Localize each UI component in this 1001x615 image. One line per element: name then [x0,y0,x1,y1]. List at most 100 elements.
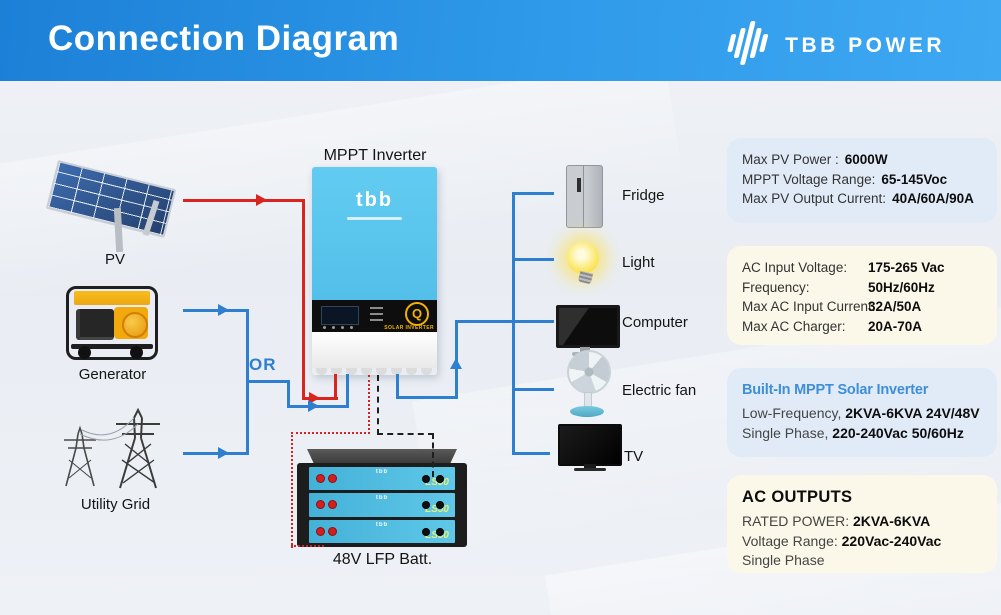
header-bar: Connection Diagram TBB POWER [0,0,1001,81]
spec-label: Low-Frequency, [742,405,846,421]
inverter-indicator [370,313,383,315]
battery-module: tbb LS50 [309,519,455,543]
ac-input-feed-line [346,374,349,408]
spec-row: Max PV Output Current: 40A/60A/90A [742,189,982,209]
spec-label: Single Phase, [742,424,833,441]
inverter-brand-text: tbb [355,189,394,211]
spec-label: MPPT Voltage Range: [742,171,876,187]
battery-module: tbb LS50 [309,467,455,491]
generator-frame [66,286,158,360]
battery-lid [307,449,457,465]
tv-branch-line [512,452,550,455]
inverter-button [341,326,344,329]
inverter-connectors [316,368,436,375]
spec-row: Voltage Range: 220Vac-240Vac [742,532,982,552]
computer-monitor-icon [556,305,620,348]
battery-negative-terminal [437,502,443,509]
spec-row: RATED POWER: 2KVA-6KVA [742,512,982,532]
spec-label: Max AC Input Current: [742,299,876,314]
spec-row: MPPT Voltage Range: 65-145Voc [742,170,982,190]
ac-outputs-panel: AC OUTPUTS RATED POWER: 2KVA-6KVA Voltag… [727,475,997,573]
page-title: Connection Diagram [48,19,400,58]
battery-negative-terminal [423,502,429,509]
inverter-button [350,326,353,329]
light-label: Light [622,254,655,271]
ac-input-feed-line [246,380,290,383]
fan-branch-line [512,388,554,391]
electric-fan-label: Electric fan [622,382,697,399]
generator-ac-line [183,309,249,312]
pv-dc-arrow [256,194,267,206]
battery-negative-line [377,433,434,435]
spec-value: 6000W [844,152,888,167]
battery-positive-terminal [317,527,324,535]
pv-dc-line [334,374,337,400]
battery-brand-text: tbb [375,469,389,475]
tv-label: TV [624,448,644,465]
battery-positive-line [368,375,370,434]
light-bulb-icon [567,242,599,274]
battery-module: tbb LS50 [309,493,455,517]
ac-output-line [455,320,515,323]
spec-label: Single Phase [742,552,825,568]
battery-model-text: LS50 [425,477,449,489]
generator-base [71,344,153,349]
spec-label: AC Input Voltage: [742,260,848,275]
battery-brand-text: tbb [375,495,389,502]
tv-icon [558,424,622,466]
battery-positive-line [291,545,324,547]
inverter-indicator [370,307,383,309]
battery-model-text: LS50 [425,530,449,541]
inverter-button [332,326,335,329]
inverter-control-strip: Q SOLAR INVERTER [312,300,437,332]
tv-stand [584,464,596,468]
spec-value: 2KVA-6KVA [852,513,931,529]
fridge-branch-line [512,192,554,195]
tv-base [574,468,606,471]
panel-title: Built-In MPPT Solar Inverter [742,382,929,398]
load-bus-line [512,192,515,455]
pv-dc-arrow [309,392,320,404]
spec-row: Max AC Input Current:32A/50A [742,297,982,317]
computer-branch-line [512,320,554,323]
monitor-gloss [559,308,617,345]
pv-dc-line [302,199,305,400]
utility-grid-label: Utility Grid [80,496,151,513]
battery-positive-terminal [329,501,336,509]
fridge-door-split [583,166,584,227]
spec-row: Max AC Charger:20A-70A [742,317,982,337]
computer-label: Computer [622,314,688,331]
brand-name: TBB POWER [785,33,945,57]
battery-rack: tbb LS50 tbb LS50 tbb LS50 [297,463,467,547]
inverter-indicator [370,319,383,321]
inverter-tagline [347,217,402,220]
generator-engine [76,309,114,340]
light-branch-line [512,258,554,261]
inverter-label: MPPT Inverter [323,147,427,164]
light-bulb-base [577,270,594,285]
spec-value: 65-145Voc [881,171,948,187]
fridge-icon [566,165,603,228]
spec-label: Max PV Output Current: [742,191,887,206]
utility-grid-ac-arrow [218,447,229,459]
ac-input-arrow [308,400,319,412]
generator-label: Generator [78,366,147,383]
utility-grid-icon [58,398,173,498]
inverter-q-logo: Q [405,302,429,326]
spec-row: AC Input Voltage:175-265 Vac [742,258,982,278]
battery-negative-terminal [437,528,443,535]
generator-wheel [78,346,91,359]
battery-rack-icon: tbb LS50 tbb LS50 tbb LS50 [297,449,467,549]
ac-input-feed-line [287,380,290,408]
battery-negative-terminal [423,528,429,535]
spec-row: Single Phase, 220-240Vac 50/60Hz [742,424,982,444]
spec-label: Max PV Power : [742,152,839,167]
battery-label: 48V LFP Batt. [332,551,433,568]
spec-value: 32A/50A [868,299,922,314]
utility-grid-ac-line [183,452,246,455]
spec-value: 2KVA-6KVA 24V/48V [845,405,980,421]
ac-input-spec-panel: AC Input Voltage:175-265 Vac Frequency:5… [727,246,997,345]
spec-value: 40A/60A/90A [892,191,974,206]
generator-alternator [122,312,148,338]
